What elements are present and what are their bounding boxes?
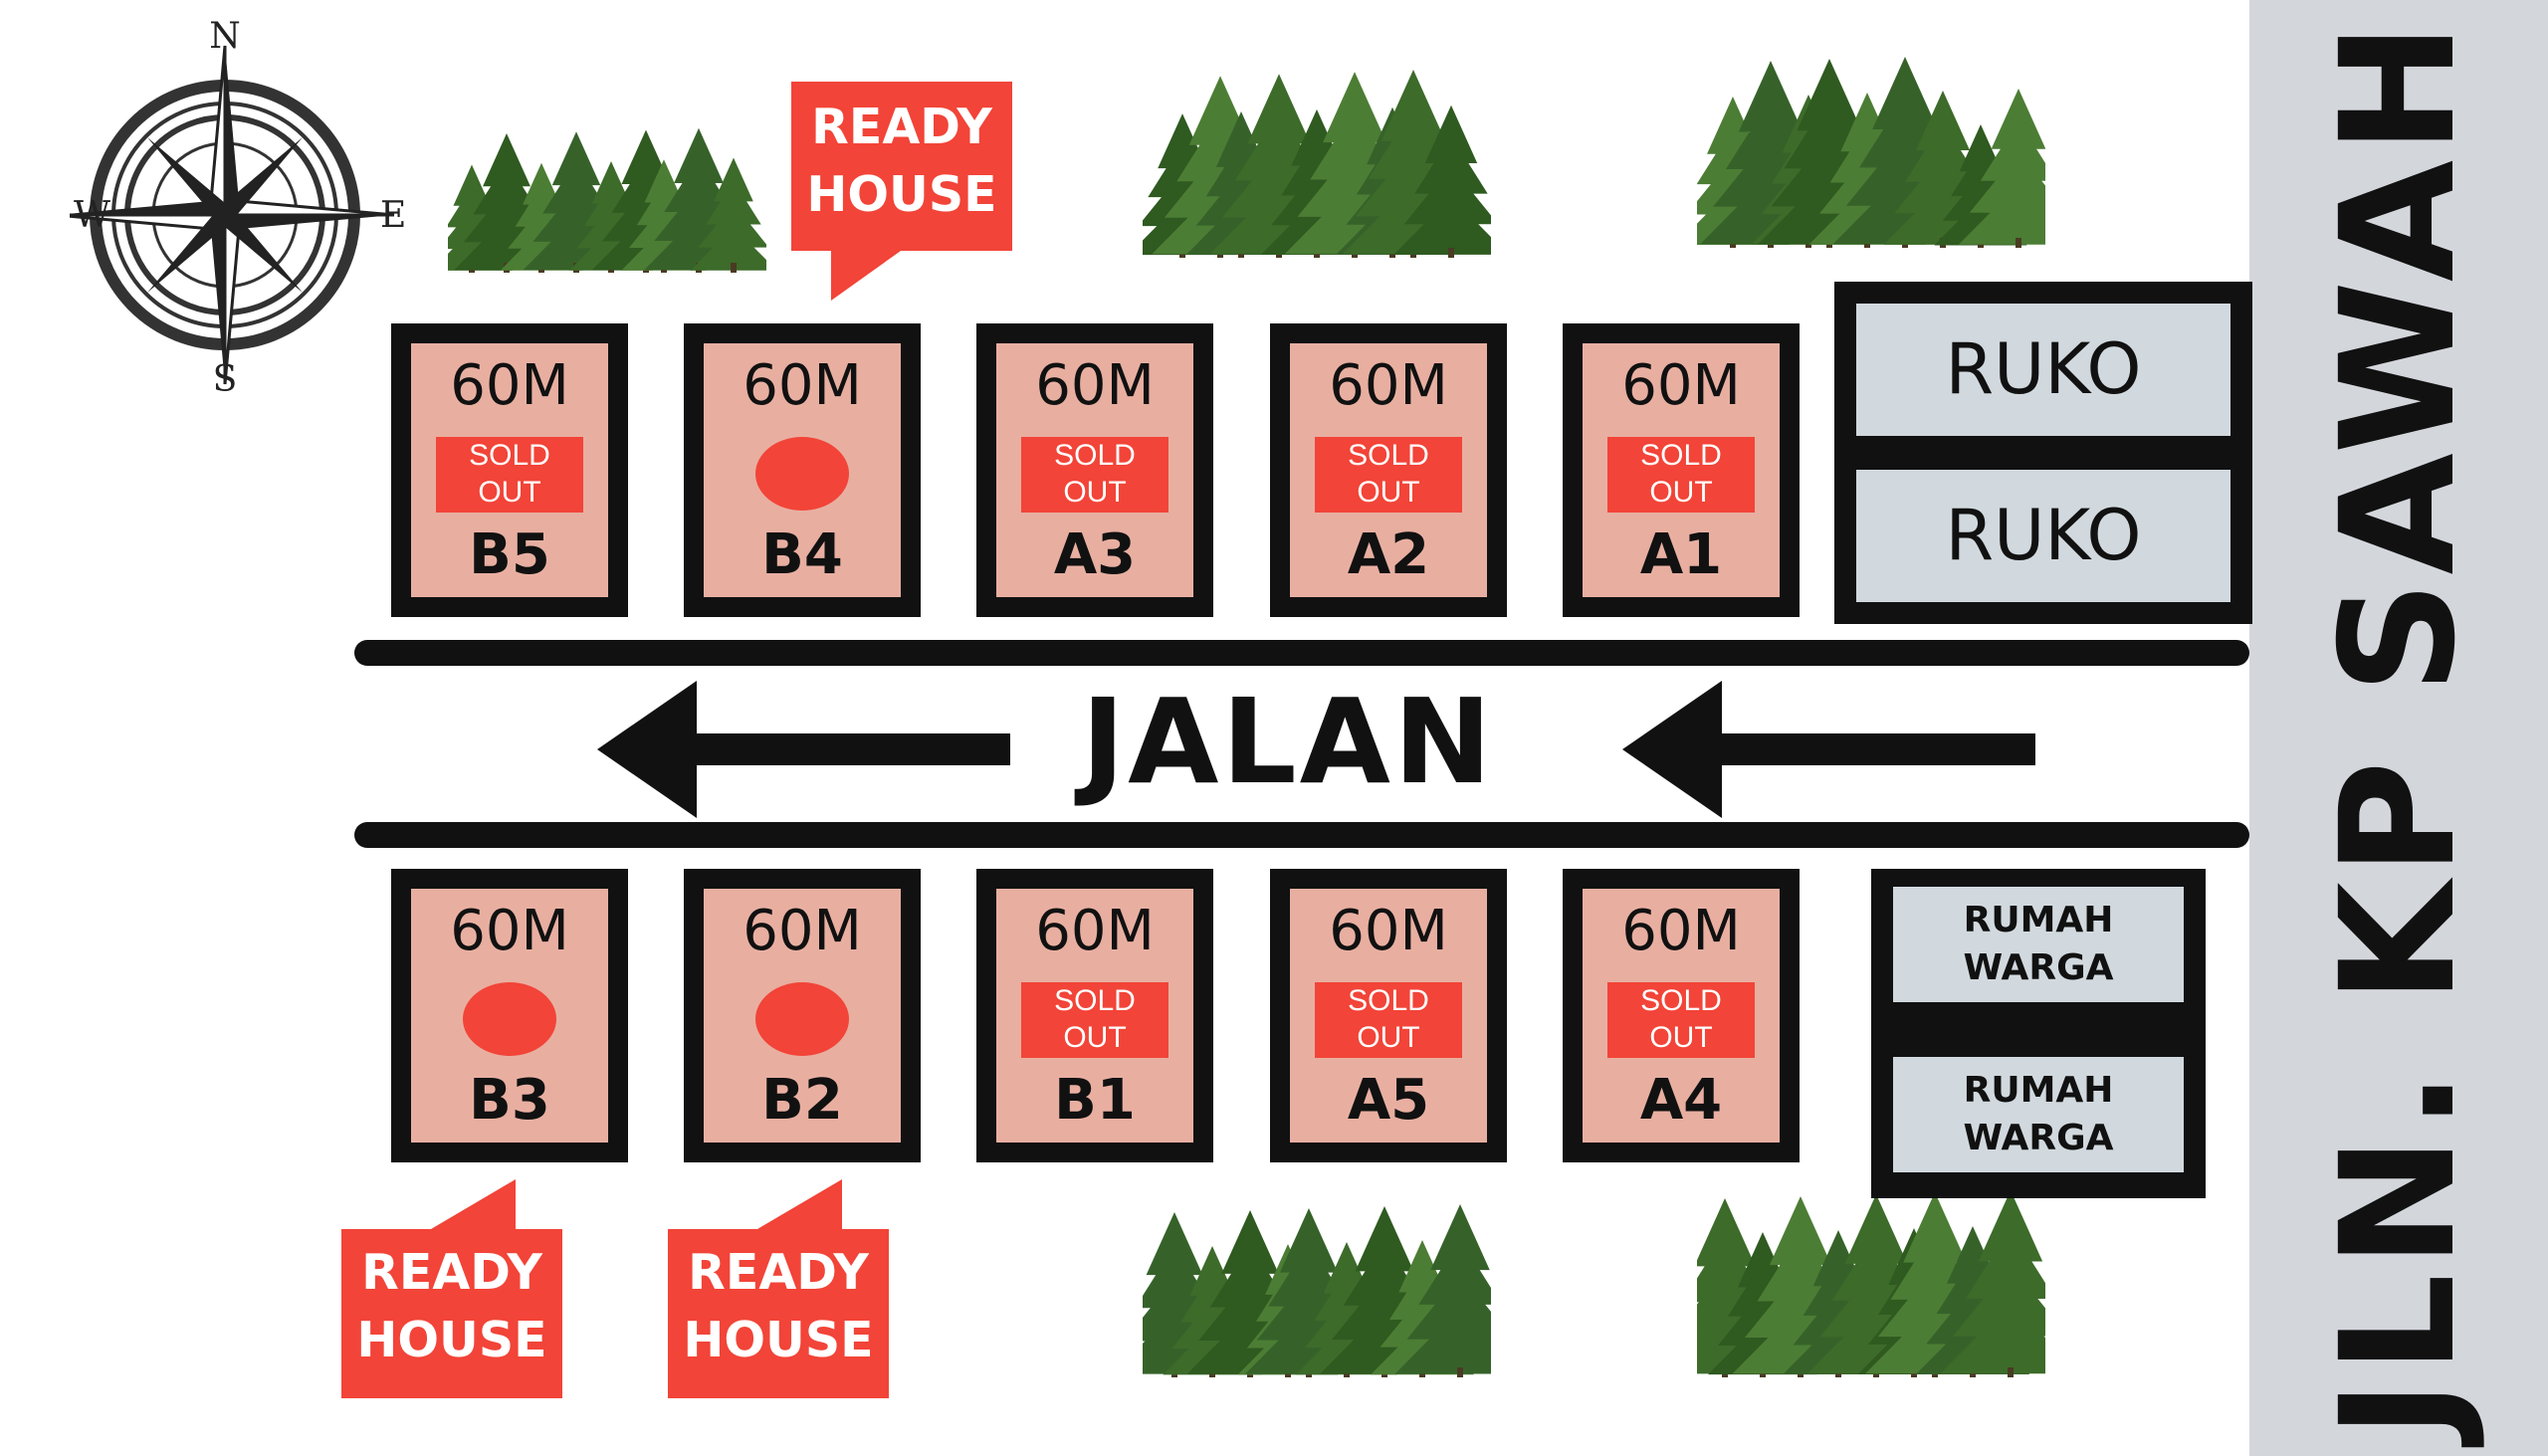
pine-trees-icon [1697,1190,2045,1377]
lot-size: 60M [743,899,862,963]
lot-code: B2 [761,1068,843,1133]
lot-b4[interactable]: 60M B4 [684,323,921,617]
lot-size: 60M [743,353,862,418]
ready-house-callout-b3: READY HOUSE [341,1179,562,1398]
callout-line-1: READY [811,99,992,155]
rumah-warga-unit-1[interactable]: RUMAH WARGA [1893,887,2184,1002]
pine-trees-icon [1697,57,2045,248]
lot-code: B1 [1054,1068,1136,1133]
road-edge-north [354,640,2249,666]
lot-code: B3 [469,1068,550,1133]
rumah-warga-unit-2[interactable]: RUMAH WARGA [1893,1057,2184,1172]
lot-code: A3 [1053,522,1137,587]
lot-code: B4 [761,522,843,587]
lot-code: A1 [1639,522,1723,587]
rumah-warga-block: RUMAH WARGA RUMAH WARGA [1871,869,2206,1198]
road-edge-south [354,822,2249,848]
ruko-label: RUKO [1856,304,2230,436]
ready-house-callout-b2: READY HOUSE [668,1179,889,1398]
lot-size: 60M [450,353,569,418]
compass-west-label: W [74,195,110,236]
pine-tree [1393,104,1491,258]
side-street [2249,0,2548,1456]
lot-size: 60M [1035,899,1155,963]
road-label: JALAN [1081,673,1495,810]
lot-size: 60M [1035,353,1155,418]
ready-house-callout-b4: READY HOUSE [791,82,1012,301]
ruko-unit-1[interactable]: RUKO [1834,282,2252,458]
compass-rose-icon: N S W E [70,18,406,396]
pine-trees-icon [1143,70,1491,258]
lot-size: 60M [450,899,569,963]
callout-line-2: HOUSE [683,1312,874,1368]
pine-tree [1940,1190,2045,1377]
pine-trees-icon [448,127,766,273]
available-dot [463,982,556,1056]
ruko-unit-2[interactable]: RUKO [1834,448,2252,624]
compass-east-label: E [380,195,406,236]
compass-north-label: N [209,18,241,57]
lot-b3[interactable]: 60M B3 [391,869,628,1162]
lot-size: 60M [1329,899,1448,963]
pine-tree [1958,89,2045,248]
side-street-label: JLN. KP SAWAH [2307,16,2490,1439]
callout-line-2: HOUSE [356,1312,547,1368]
arrow-left-icon [1622,681,2035,818]
lot-size: 60M [1621,899,1741,963]
ruko-label: RUKO [1856,470,2230,602]
lot-size: 60M [1329,353,1448,418]
pine-tree [1394,1204,1491,1377]
arrow-left-icon [597,681,1010,818]
callout-line-1: READY [688,1244,869,1301]
pine-tree [690,157,766,273]
lot-b2[interactable]: 60M B2 [684,869,921,1162]
lot-code: A4 [1639,1068,1723,1133]
lot-size: 60M [1621,353,1741,418]
compass-south-label: S [213,359,238,396]
pine-trees-icon [1143,1204,1491,1377]
available-dot [755,982,849,1056]
lot-code: A5 [1347,1068,1430,1133]
callout-line-2: HOUSE [806,166,997,223]
lot-code: B5 [469,522,550,587]
lot-code: A2 [1347,522,1430,587]
available-dot [755,437,849,511]
callout-line-1: READY [361,1244,542,1301]
